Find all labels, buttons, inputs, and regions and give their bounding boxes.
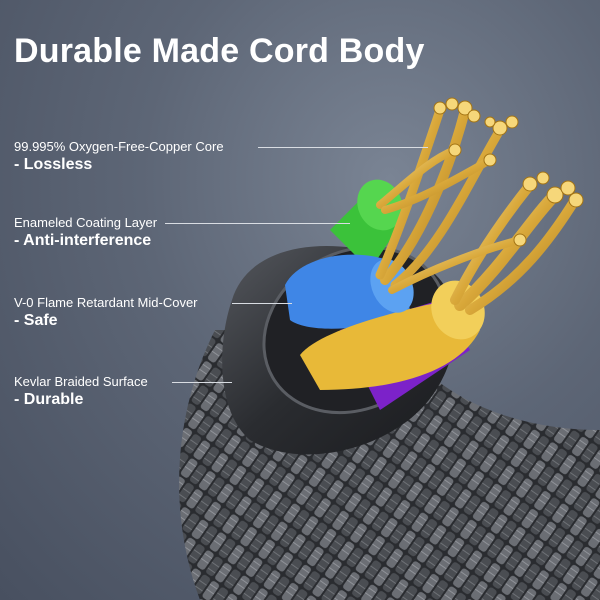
callout-kevlar-braid: Kevlar Braided Surface - Durable xyxy=(14,374,148,410)
copper-strands xyxy=(375,105,580,315)
callout-benefit: - Durable xyxy=(14,391,84,408)
callout-leader-line xyxy=(258,147,428,148)
callout-leader-line xyxy=(172,382,232,383)
callout-spec: 99.995% Oxygen-Free-Copper Core xyxy=(14,139,224,154)
callout-mid-cover: V-0 Flame Retardant Mid-Cover - Safe xyxy=(14,295,198,331)
callout-benefit: - Safe xyxy=(14,312,58,329)
callout-spec: V-0 Flame Retardant Mid-Cover xyxy=(14,295,198,310)
callout-spec: Enameled Coating Layer xyxy=(14,215,158,230)
callout-leader-line xyxy=(232,303,292,304)
copper-strand-tips xyxy=(433,97,584,247)
callout-copper-core: 99.995% Oxygen-Free-Copper Core - Lossle… xyxy=(14,139,224,175)
page-title: Durable Made Cord Body xyxy=(14,32,425,70)
callout-benefit: - Lossless xyxy=(14,156,93,173)
callout-benefit: - Anti-interference xyxy=(14,232,152,249)
callout-spec: Kevlar Braided Surface xyxy=(14,374,148,389)
callout-enameled-coating: Enameled Coating Layer - Anti-interferen… xyxy=(14,215,157,251)
wire-yellow xyxy=(300,300,480,390)
callout-leader-line xyxy=(165,223,350,224)
